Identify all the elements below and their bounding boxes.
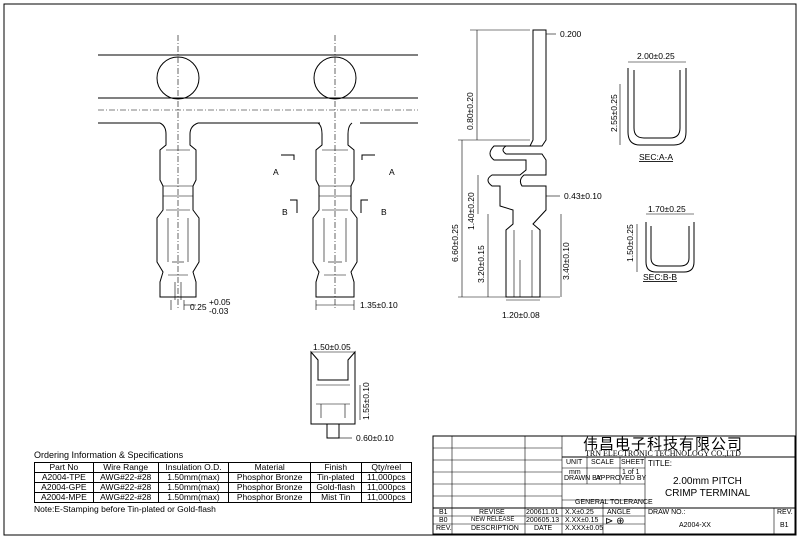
spec-table: Part No Wire Range Insulation O.D. Mater… [34, 462, 413, 503]
table-cell: 11,000pcs [360, 492, 413, 503]
section-mark-a-right: A [389, 167, 395, 177]
draw-no-label: DRAW NO.: [648, 509, 686, 516]
rev-row-date: 200605.13 [526, 517, 560, 524]
sheet-label: SHEET [621, 459, 645, 466]
rev-row-desc: REVISE [479, 509, 505, 516]
rev-row-rev: B1 [439, 509, 448, 516]
section-a-a: 2.00±0.25 2.55±0.25 SEC:A-A [609, 51, 687, 162]
table-cell: A2004-TPE [34, 472, 94, 483]
scale-label: SCALE [591, 459, 614, 466]
table-cell: Phosphor Bronze [228, 482, 312, 493]
spec-header-cell: Insulation O.D. [157, 462, 230, 473]
dim-1-35: 1.35±0.10 [360, 300, 398, 310]
rev-row-rev: B0 [439, 517, 448, 524]
title-block: 伟昌电子科技有限公司 TRN ELECTRONIC TECHNOLOGY CO.… [433, 435, 795, 534]
dim-sec-b-height: 1.50±0.25 [625, 224, 635, 262]
unit-label: UNIT [566, 459, 583, 466]
dim-3-40: 3.40±0.10 [561, 242, 571, 280]
section-b-b: 1.70±0.25 1.50±0.25 SEC:B-B [625, 204, 695, 282]
spec-header-cell: Material [228, 462, 312, 473]
side-view: 0.200 0.80±0.20 6.60±0.25 1.40±0.20 3.20… [450, 29, 602, 320]
table-cell: 11,000pcs [360, 482, 413, 493]
dim-sec-b-width: 1.70±0.25 [648, 204, 686, 214]
table-row: A2004-MPE AWG#22-#28 1.50mm(max) Phospho… [34, 492, 413, 503]
drawing-title-line2: CRIMP TERMINAL [665, 488, 751, 499]
table-cell: Phosphor Bronze [228, 492, 312, 503]
table-cell: 1.50mm(max) [157, 492, 230, 503]
spec-title: Ordering Information & Specifications [34, 450, 184, 460]
projection-symbol-icon: ⊳ ⊕ [605, 516, 625, 527]
front-view: A A B B 0.25 +0.05 -0.03 1.35±0.10 [98, 35, 418, 316]
dim-1-55: 1.55±0.10 [361, 382, 371, 420]
drawn-by-label: DRAWN BY [564, 475, 602, 482]
table-cell: Tin-plated [310, 472, 362, 483]
dim-0-200: 0.200 [560, 29, 582, 39]
spec-header-cell: Qty/reel [360, 462, 413, 473]
end-view: 1.50±0.05 1.55±0.10 0.60±0.10 [310, 342, 394, 443]
table-cell: AWG#22-#28 [92, 492, 159, 503]
dim-0-60: 0.60±0.10 [356, 433, 394, 443]
drawing-border [3, 3, 797, 536]
dim-1-40: 1.40±0.20 [466, 192, 476, 230]
dim-1-50: 1.50±0.05 [313, 342, 351, 352]
rev-value: B1 [780, 522, 789, 529]
dim-0-43: 0.43±0.10 [564, 191, 602, 201]
table-row: A2004-TPE AWG#22-#28 1.50mm(max) Phospho… [34, 472, 413, 483]
spec-header-cell: Finish [310, 462, 362, 473]
sheet-value: 1 of 1 [622, 469, 640, 476]
dim-1-20: 1.20±0.08 [502, 310, 540, 320]
title-block-frame [432, 435, 796, 535]
dim-sec-a-height: 2.55±0.25 [609, 94, 619, 132]
table-cell: A2004-GPE [34, 482, 94, 493]
rev-header: REV. [436, 525, 452, 532]
draw-no-value: A2004-XX [679, 522, 711, 529]
table-cell: Mist Tin [310, 492, 362, 503]
dim-6-60: 6.60±0.25 [450, 224, 460, 262]
approved-by-label: APPROVED BY [596, 475, 647, 482]
spec-header-cell: Wire Range [92, 462, 159, 473]
rev-label: REV. [777, 509, 793, 516]
dim-3-20: 3.20±0.15 [476, 245, 486, 283]
ordering-spec: Ordering Information & Specifications Pa… [34, 450, 413, 514]
rev-row-date: 200611.01 [526, 509, 559, 516]
table-row: A2004-GPE AWG#22-#28 1.50mm(max) Phospho… [34, 482, 413, 493]
table-cell: Phosphor Bronze [228, 472, 312, 483]
dim-0-25-lower: -0.03 [209, 306, 229, 316]
table-cell: AWG#22-#28 [92, 472, 159, 483]
company-name-cn: 伟昌电子科技有限公司 [583, 435, 744, 453]
title-label: TITLE: [648, 459, 673, 468]
section-mark-b-right: B [381, 207, 387, 217]
spec-note: Note:E-Stamping before Tin-plated or Gol… [34, 504, 216, 514]
terminal-front-2 [312, 122, 358, 298]
unit-value: mm [569, 469, 581, 476]
angle-label: ANGLE [607, 509, 631, 516]
tolerance-2: X.XX±0.15 [565, 517, 599, 524]
date-header: DATE [534, 525, 553, 532]
drawing-title-line1: 2.00mm PITCH [673, 476, 742, 487]
tolerance-1: X.X±0.25 [565, 509, 594, 516]
sec-a-a-label: SEC:A-A [639, 152, 673, 162]
tolerance-3: X.XXX±0.05 [565, 525, 604, 532]
section-mark-a-left: A [273, 167, 279, 177]
sec-b-b-label: SEC:B-B [643, 272, 677, 282]
dim-0-25: 0.25 [190, 302, 207, 312]
table-cell: 1.50mm(max) [157, 472, 230, 483]
table-cell: A2004-MPE [34, 492, 94, 503]
terminal-front-1 [156, 122, 200, 300]
rev-row-desc: NEW RELEASE [471, 517, 515, 523]
section-mark-b-left: B [282, 207, 288, 217]
description-header: DESCRIPTION [471, 525, 519, 532]
general-tolerance-label: GENERAL TOLERANCE [575, 499, 653, 506]
dim-sec-a-width: 2.00±0.25 [637, 51, 675, 61]
company-name-en: TRN ELECTRONIC TECHNOLOGY CO.,LTD [585, 449, 741, 458]
table-cell: Gold-flash [310, 482, 362, 493]
spec-header-row: Part No Wire Range Insulation O.D. Mater… [34, 462, 413, 473]
dim-0-80: 0.80±0.20 [465, 92, 475, 130]
table-cell: 1.50mm(max) [157, 482, 230, 493]
spec-header-cell: Part No [34, 462, 94, 473]
table-cell: AWG#22-#28 [92, 482, 159, 493]
table-cell: 11,000pcs [360, 472, 413, 483]
dim-0-25-upper: +0.05 [209, 297, 231, 307]
